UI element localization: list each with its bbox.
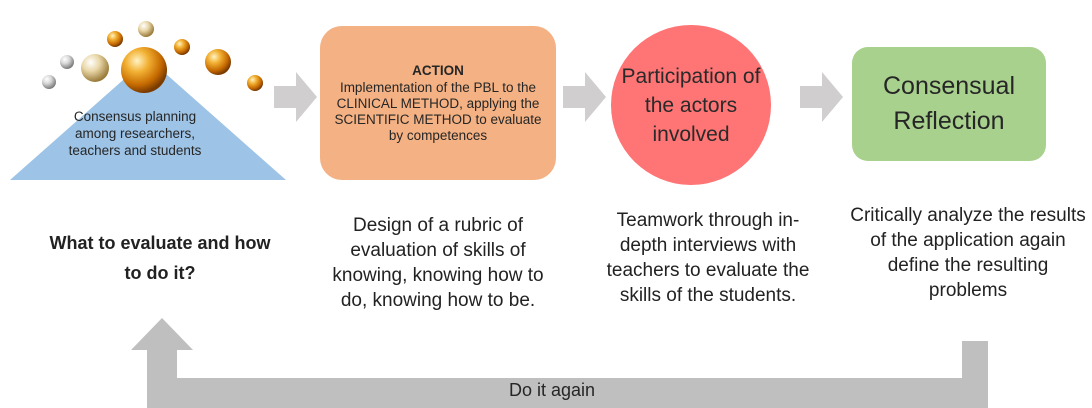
flow-arrow-1 [274,72,317,122]
loop-label: Do it again [508,380,596,400]
sphere-silver [42,75,56,89]
reflection-box: Consensual Reflection [852,47,1046,161]
planning-pyramid-label: Consensus planning among researchers, te… [68,109,202,158]
reflection-label: Consensual Reflection [882,72,1016,135]
sphere-gold [247,75,263,91]
sphere-pale-gold [81,54,109,82]
repeat-loop-arrow [131,318,988,408]
sphere-large-gold [121,47,167,93]
action-box: ACTION Implementation of the PBL to the … [320,26,556,180]
participation-circle: Participation of the actors involved [611,25,771,185]
step1-description: What to evaluate and how to do it? [49,233,271,283]
sphere-gold [107,31,123,47]
planning-pyramid [10,58,286,180]
flow-arrow-2 [563,72,606,122]
sphere-pale-gold [138,21,154,37]
sphere-gold [205,49,231,75]
step2-description: Design of a rubric of evaluation of skil… [332,215,544,311]
spheres-decoration [42,21,263,93]
participation-label: Participation of the actors involved [621,64,761,146]
action-heading: ACTION [412,62,464,78]
flow-arrow-3 [800,72,843,122]
step3-description: Teamwork through in-depth interviews wit… [606,210,810,306]
sphere-gold [174,39,190,55]
action-description: Implementation of the PBL to the CLINICA… [334,79,542,143]
sphere-silver [60,55,74,69]
step4-description: Critically analyze the results of the ap… [850,205,1086,301]
